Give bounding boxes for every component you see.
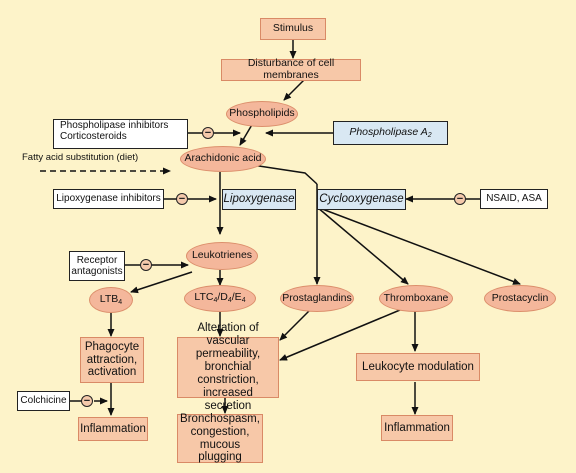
line-arachidonic-to-cyclooxygenase bbox=[251, 164, 318, 185]
thromboxane-node: Thromboxane bbox=[379, 285, 453, 312]
inflammation-left-node: Inflammation bbox=[78, 417, 148, 441]
lipoxygenase-inhibitor-symbol: − bbox=[176, 193, 188, 205]
arachidonic-acid-node: Arachidonic acid bbox=[180, 146, 266, 172]
inflammation-right-node: Inflammation bbox=[381, 415, 453, 441]
lipoxygenase-inhibitors-box: Lipoxygenase inhibitors bbox=[53, 189, 164, 209]
cyclooxygenase-box: Cyclooxygenase bbox=[317, 189, 406, 210]
lipoxygenase-box: Lipoxygenase bbox=[222, 189, 296, 210]
receptor-inhibitor-symbol: − bbox=[140, 259, 152, 271]
prostaglandins-node: Prostaglandins bbox=[280, 285, 354, 312]
bronchospasm-node: Bronchospasm, congestion, mucous pluggin… bbox=[177, 413, 263, 463]
arrow-phospholipids-to-arachidonic bbox=[239, 122, 254, 146]
ltb4-node: LTB4 bbox=[89, 287, 133, 313]
phospholipase-a2-box: Phospholipase A2 bbox=[333, 121, 448, 145]
nsaid-asa-box: NSAID, ASA bbox=[480, 189, 548, 209]
phospholipids-node: Phospholipids bbox=[226, 101, 298, 127]
phospholipase-inhibitor-symbol: − bbox=[202, 127, 214, 139]
phagocyte-attraction-node: Phagocyte attraction, activation bbox=[80, 337, 144, 383]
colchicine-box: Colchicine bbox=[17, 391, 70, 411]
stimulus-node: Stimulus bbox=[260, 18, 326, 40]
fatty-acid-substitution-label: Fatty acid substitution (diet) bbox=[22, 151, 139, 163]
nsaid-inhibitor-symbol: − bbox=[454, 193, 466, 205]
arrow-disturbance-to-phospholipids bbox=[283, 79, 305, 101]
ltc4-d4-e4-node: LTC4/D4/E4 bbox=[184, 285, 256, 312]
prostacyclin-node: Prostacyclin bbox=[484, 285, 556, 312]
arrow-thromboxane-to-alteration bbox=[279, 309, 401, 361]
arrow-cyclooxygenase-to-prostacyclin bbox=[316, 206, 521, 285]
colchicine-inhibitor-symbol: − bbox=[81, 395, 93, 407]
leukocyte-modulation-node: Leukocyte modulation bbox=[356, 353, 480, 381]
arrow-prostaglandins-to-alteration bbox=[279, 309, 311, 341]
arrow-leukotrienes-to-ltb4 bbox=[130, 271, 193, 294]
arrow-cyclooxygenase-to-thromboxane bbox=[316, 206, 409, 285]
receptor-antagonists-box: Receptor antagonists bbox=[69, 251, 125, 281]
alteration-vascular-node: Alteration of vascular permeability, bro… bbox=[177, 322, 279, 412]
phospholipase-inhibitors-box: Phospholipase inhibitors Corticosteroids bbox=[53, 119, 188, 149]
disturbance-node: Disturbance of cell membranes bbox=[221, 57, 361, 81]
leukotrienes-node: Leukotrienes bbox=[186, 242, 258, 270]
